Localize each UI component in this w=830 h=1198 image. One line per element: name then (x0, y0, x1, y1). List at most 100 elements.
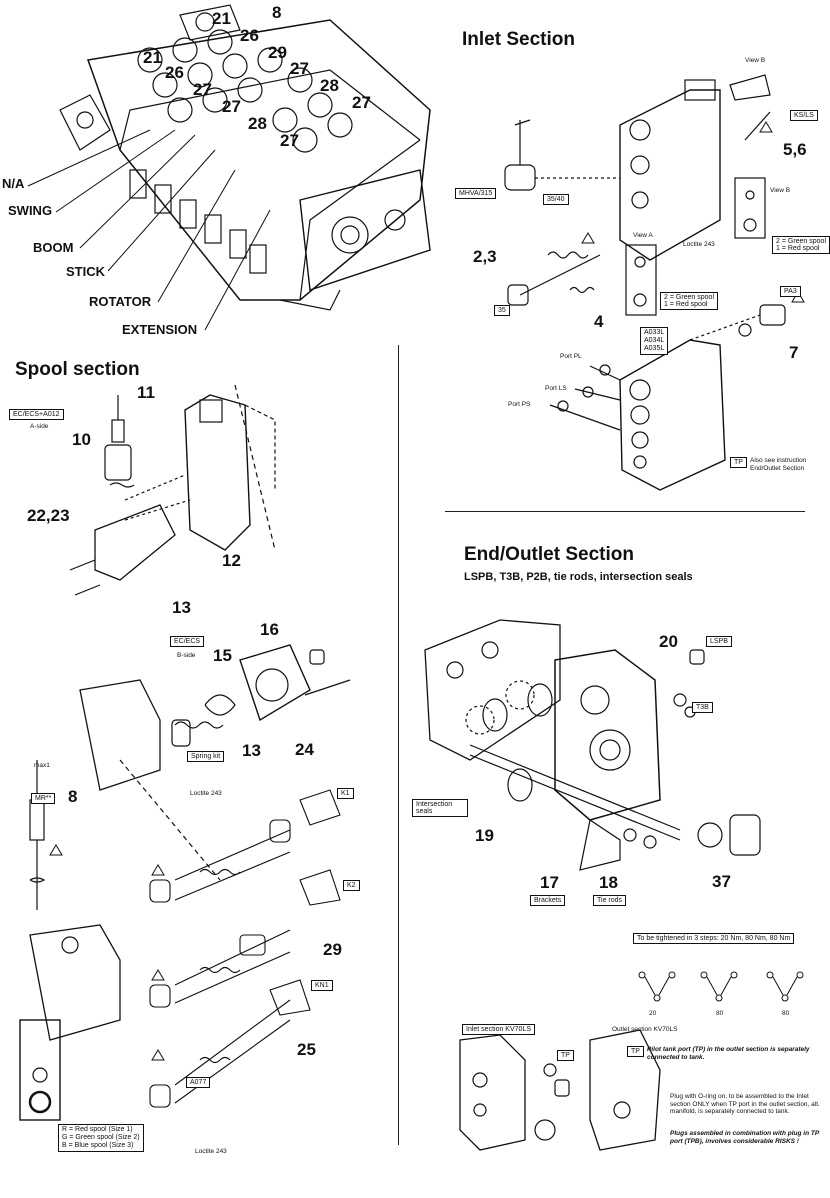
inlet-note: Also see instruction End/Outlet Section (750, 457, 807, 472)
end-box-t3b: T3B (692, 702, 713, 713)
end-callout-37: 37 (712, 872, 731, 891)
spool-color-legend: R = Red spool (Size 1) G = Green spool (… (58, 1124, 144, 1152)
inlet-port-pl: Port PL (560, 353, 582, 360)
function-label-leaders (27, 129, 271, 331)
inlet-callout-5-6: 5,6 (783, 140, 807, 159)
spool-a-side: A-side (30, 423, 49, 430)
function-label-extension: EXTENSION (122, 322, 198, 337)
overview-callout: 29 (268, 43, 287, 62)
end-tp-note: Pilot tank port (TP) in the outlet secti… (647, 1046, 810, 1061)
legend-green-spool: G = Green spool (Size 2) (62, 1134, 140, 1141)
function-label-na: N/A (2, 176, 25, 191)
end-box-tie-rods: Tie rods (593, 895, 627, 906)
inlet-box-ks-ls: KS/LS (790, 110, 818, 121)
inlet-view-a-label: View A (633, 232, 653, 239)
spool-section-drawing (19, 384, 351, 1121)
spool-box-k1: K1 (337, 788, 354, 799)
overview-callout: 8 (272, 3, 282, 22)
spool-callout-22-23: 22,23 (27, 506, 70, 525)
spool-callout-13b: 13 (242, 741, 261, 760)
overview-callout: 27 (352, 93, 371, 112)
spool-torque-max1: max1 (34, 762, 50, 769)
end-torque-step-1: 20 (649, 1010, 657, 1017)
inlet-port-ls: Port LS (545, 385, 567, 392)
inlet-box-tp: TP (730, 457, 747, 468)
inlet-callout-2-3: 2,3 (473, 247, 497, 266)
end-torque-step-3: 80 (782, 1010, 790, 1017)
end-box-lspb: LSPB (706, 636, 732, 647)
spool-loctite-bottom: Loctite 243 (195, 1148, 227, 1155)
inlet-box-line: A033L (644, 329, 665, 336)
end-torque-step-2: 80 (716, 1010, 724, 1017)
end-tp-box-left: TP (557, 1050, 574, 1061)
spool-callout-10: 10 (72, 430, 91, 449)
inlet-box-35: 35 (494, 305, 510, 316)
function-label-rotator: ROTATOR (89, 294, 152, 309)
inlet-view-b-title: View B (745, 57, 766, 64)
spool-callout-15: 15 (213, 646, 232, 665)
end-box-brackets: Brackets (530, 895, 566, 906)
overview-callout: 26 (165, 63, 184, 82)
spool-callout-24: 24 (295, 740, 314, 759)
spool-box-kn1: KN1 (311, 980, 333, 991)
spool-callout-8: 8 (68, 787, 78, 806)
spool-box-k2: K2 (343, 880, 360, 891)
end-callout-17: 17 (540, 873, 559, 892)
end-inlet-section-label: Inlet section KV70LS (462, 1024, 535, 1035)
overview-callout: 27 (193, 80, 212, 99)
spool-box-a077: A077 (186, 1077, 211, 1088)
inlet-section-title: Inlet Section (462, 29, 575, 50)
spool-callout-25: 25 (297, 1040, 316, 1059)
inlet-callout-7: 7 (789, 343, 799, 362)
horizontal-divider (445, 511, 805, 512)
end-plug-note: Plug with O-ring on, to be assembled to … (670, 1093, 820, 1115)
function-label-boom: BOOM (33, 240, 74, 255)
end-box-intersection-seals: Intersection seals (412, 799, 468, 817)
spool-box-ec-ecs-a012: EC/ECS+A012 (9, 409, 64, 420)
end-callout-18: 18 (599, 873, 618, 892)
end-outlet-subtitle: LSPB, T3B, P2B, tie rods, intersection s… (464, 571, 693, 583)
overview-callout: 26 (240, 26, 259, 45)
end-callout-19: 19 (475, 826, 494, 845)
overview-callout: 27 (222, 97, 241, 116)
inlet-loctite: Loctite 243 (683, 241, 715, 248)
inlet-box-line: A034L (644, 337, 665, 344)
inlet-box-pa3: PA3 (780, 286, 801, 297)
overview-callout: 27 (280, 131, 299, 150)
spool-box-ec-ecs: EC/ECS (170, 636, 205, 647)
inlet-view-b-spool-box: 2 = Green spool 1 = Red spool (772, 236, 830, 254)
spool-callout-13: 13 (172, 598, 191, 617)
legend-red-spool: R = Red spool (Size 1) (62, 1126, 133, 1133)
overview-callout: 21 (212, 9, 231, 28)
overview-callout: 27 (290, 59, 309, 78)
inlet-callout-4: 4 (594, 312, 604, 331)
legend-blue-spool: B = Blue spool (Size 3) (62, 1142, 134, 1149)
inlet-box-a033l: A033L A034L A035L (640, 327, 669, 355)
spool-section-title: Spool section (15, 359, 140, 380)
spool-callout-11: 11 (137, 383, 155, 402)
inlet-box-line: A035L (644, 345, 665, 352)
end-callout-20: 20 (659, 632, 678, 651)
spool-loctite: Loctite 243 (190, 790, 222, 797)
function-label-stick: STICK (66, 264, 105, 279)
inlet-view-a-spool-box: 2 = Green spool 1 = Red spool (660, 292, 719, 310)
end-outlet-section-label: Outlet section KV70LS (612, 1026, 678, 1033)
spool-callout-16: 16 (260, 620, 279, 639)
end-tighten-note: To be tightened in 3 steps: 20 Nm, 80 Nm… (633, 933, 795, 944)
inlet-drawing (504, 74, 786, 491)
spool-callout-12: 12 (222, 551, 241, 570)
end-tp-box-right: TP (627, 1046, 644, 1057)
end-outlet-section-title: End/Outlet Section (464, 544, 634, 565)
overview-callout: 28 (248, 114, 267, 133)
spool-callout-29: 29 (323, 940, 342, 959)
inlet-box-35-40: 35/40 (543, 194, 569, 205)
function-label-swing: SWING (8, 203, 53, 218)
spool-box-spring-kit: Spring kit (187, 751, 225, 762)
inlet-view-b-small: View B (770, 187, 791, 194)
inlet-port-ps: Port PS (508, 401, 531, 408)
inlet-box-mhva: MHVA/315 (455, 188, 497, 199)
end-outlet-drawing (424, 619, 804, 1151)
overview-callout: 21 (143, 48, 162, 67)
overview-callout: 28 (320, 76, 339, 95)
spool-b-side: B-side (177, 652, 196, 659)
